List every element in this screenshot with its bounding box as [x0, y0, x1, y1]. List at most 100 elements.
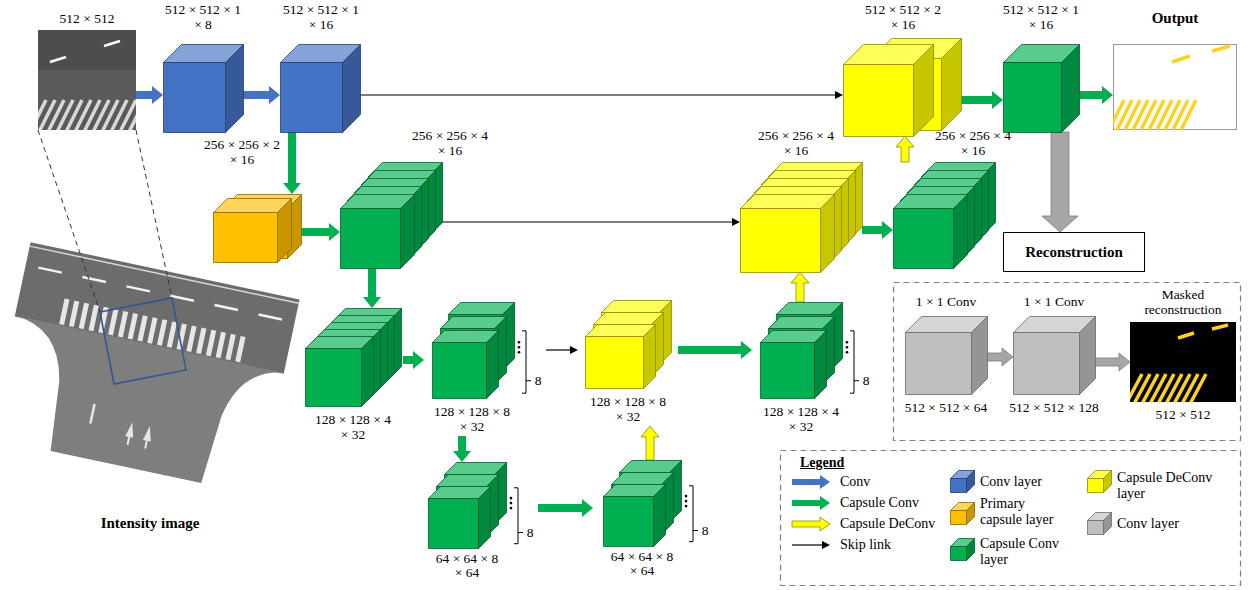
layer-arrow: [283, 132, 301, 194]
cube-stack: [905, 316, 988, 395]
block-arrow: [1095, 353, 1130, 371]
ellipsis-dot: [518, 346, 521, 349]
cube-stack: [843, 38, 962, 137]
rect-shape: [118, 311, 128, 337]
cube-front: [894, 209, 954, 269]
cube-front: [1088, 479, 1104, 493]
rect-shape: [157, 319, 167, 345]
cube-stack: [432, 302, 547, 399]
line-shape: [1180, 100, 1196, 130]
dimension-label: 512 × 512 × 1 × 16: [1001, 2, 1081, 32]
line-shape: [1164, 100, 1180, 130]
ellipsis-dot: [846, 346, 849, 349]
legend-swatch: [1087, 512, 1113, 536]
layer-arrow: [1042, 132, 1078, 232]
legend-text: Capsule DeConv: [840, 516, 945, 532]
legend-text: Capsule Conv: [840, 495, 940, 511]
cube-front: [906, 333, 972, 395]
cube-side: [654, 485, 666, 547]
cube-front: [433, 343, 487, 399]
capsule-conv-layer: 128 × 128 × 4 × 328: [752, 302, 874, 436]
rect-shape: [79, 303, 89, 329]
dimension-label: 64 × 64 × 8 × 64: [434, 552, 500, 579]
layer-arrow: [641, 426, 659, 460]
dimension-label: 512 × 512 × 64: [886, 400, 1006, 415]
dimension-label: 512 × 512 × 2 × 16: [863, 2, 943, 32]
legend-text: Conv layer: [1117, 516, 1217, 532]
dimension-label: 64 × 64 × 8 × 64: [609, 550, 675, 577]
zebra-crossing: [59, 299, 245, 363]
line-shape: [1124, 100, 1140, 130]
block-arrow: [641, 426, 659, 460]
layer-arrow: [791, 272, 809, 302]
box-label: Reconstruction: [1025, 244, 1123, 261]
dimension-label: 512 × 512: [37, 11, 137, 26]
cube-side: [343, 45, 361, 133]
rect-shape: [214, 304, 238, 311]
rect-shape: [137, 315, 147, 341]
cube-front: [1088, 521, 1104, 535]
block-arrow: [987, 348, 1013, 366]
dimension-label: 128 × 128 × 8 × 32: [588, 394, 668, 424]
line-shape: [1156, 100, 1172, 130]
layer-arrow: [961, 91, 1003, 109]
ellipsis-dot: [846, 351, 849, 354]
legend-text: Primary capsule layer: [980, 496, 1068, 528]
rect-shape: [126, 285, 150, 292]
rect-shape: [89, 305, 99, 331]
zoom-leader: [136, 130, 172, 298]
ellipsis-dot: [518, 341, 521, 344]
rect-shape: [167, 321, 177, 347]
capsule-conv-layer: 512 × 512 × 1 × 16: [1003, 44, 1079, 132]
cube-side: [1104, 471, 1112, 493]
cube-stack: [340, 162, 443, 269]
capsule-conv-layer: 64 × 64 × 8 × 648: [418, 462, 538, 581]
rect-shape: [59, 299, 69, 325]
block-arrow: [1042, 132, 1078, 232]
side-road: [0, 316, 284, 495]
rect-shape: [170, 294, 194, 301]
dimension-label: Intensity image: [70, 515, 230, 532]
cube-front: [586, 337, 644, 389]
rect-shape: [258, 313, 282, 320]
arrow-head: [570, 346, 578, 354]
cube-front: [1014, 333, 1080, 395]
dimension-label: Masked reconstruction: [1130, 287, 1236, 317]
line-shape: [1212, 46, 1230, 51]
layer-arrow: [987, 348, 1013, 366]
cube-front: [951, 547, 967, 561]
rect-shape: [82, 276, 106, 283]
reconstruction-box: Reconstruction: [1003, 232, 1145, 272]
cube-side: [815, 331, 827, 399]
line-shape: [1182, 374, 1198, 402]
line-shape: [104, 41, 120, 46]
cube-side: [401, 195, 415, 269]
block-arrow: [301, 223, 340, 241]
dimension-label: 512 × 512 × 1 × 16: [281, 2, 361, 32]
ellipsis-dot: [685, 500, 688, 503]
block-arrow: [403, 351, 424, 369]
rect-shape: [216, 332, 226, 358]
rect-shape: [225, 334, 235, 360]
block-arrow: [363, 268, 381, 308]
output-image-art: [1113, 46, 1230, 130]
skip-line: [360, 94, 835, 95]
cube-side: [967, 503, 975, 525]
dimension-label: 512 × 512 × 1 × 8: [163, 2, 243, 32]
layer-arrow: [538, 499, 593, 517]
input-crop: 512 × 512: [38, 30, 136, 130]
layer-arrow: [1079, 86, 1113, 104]
cube-stack: [213, 194, 302, 263]
line-shape: [1132, 100, 1148, 130]
legend-arrow: [822, 541, 830, 549]
skip-link: [360, 91, 843, 99]
cube-side: [967, 471, 975, 493]
cube-side: [914, 45, 934, 137]
rect-shape: [206, 330, 216, 356]
cube-stack: [1013, 316, 1096, 395]
legend-swatch: [1087, 470, 1113, 494]
crop-image-art: [38, 30, 136, 130]
cube-front: [741, 209, 821, 273]
layer-arrow: [403, 351, 424, 369]
